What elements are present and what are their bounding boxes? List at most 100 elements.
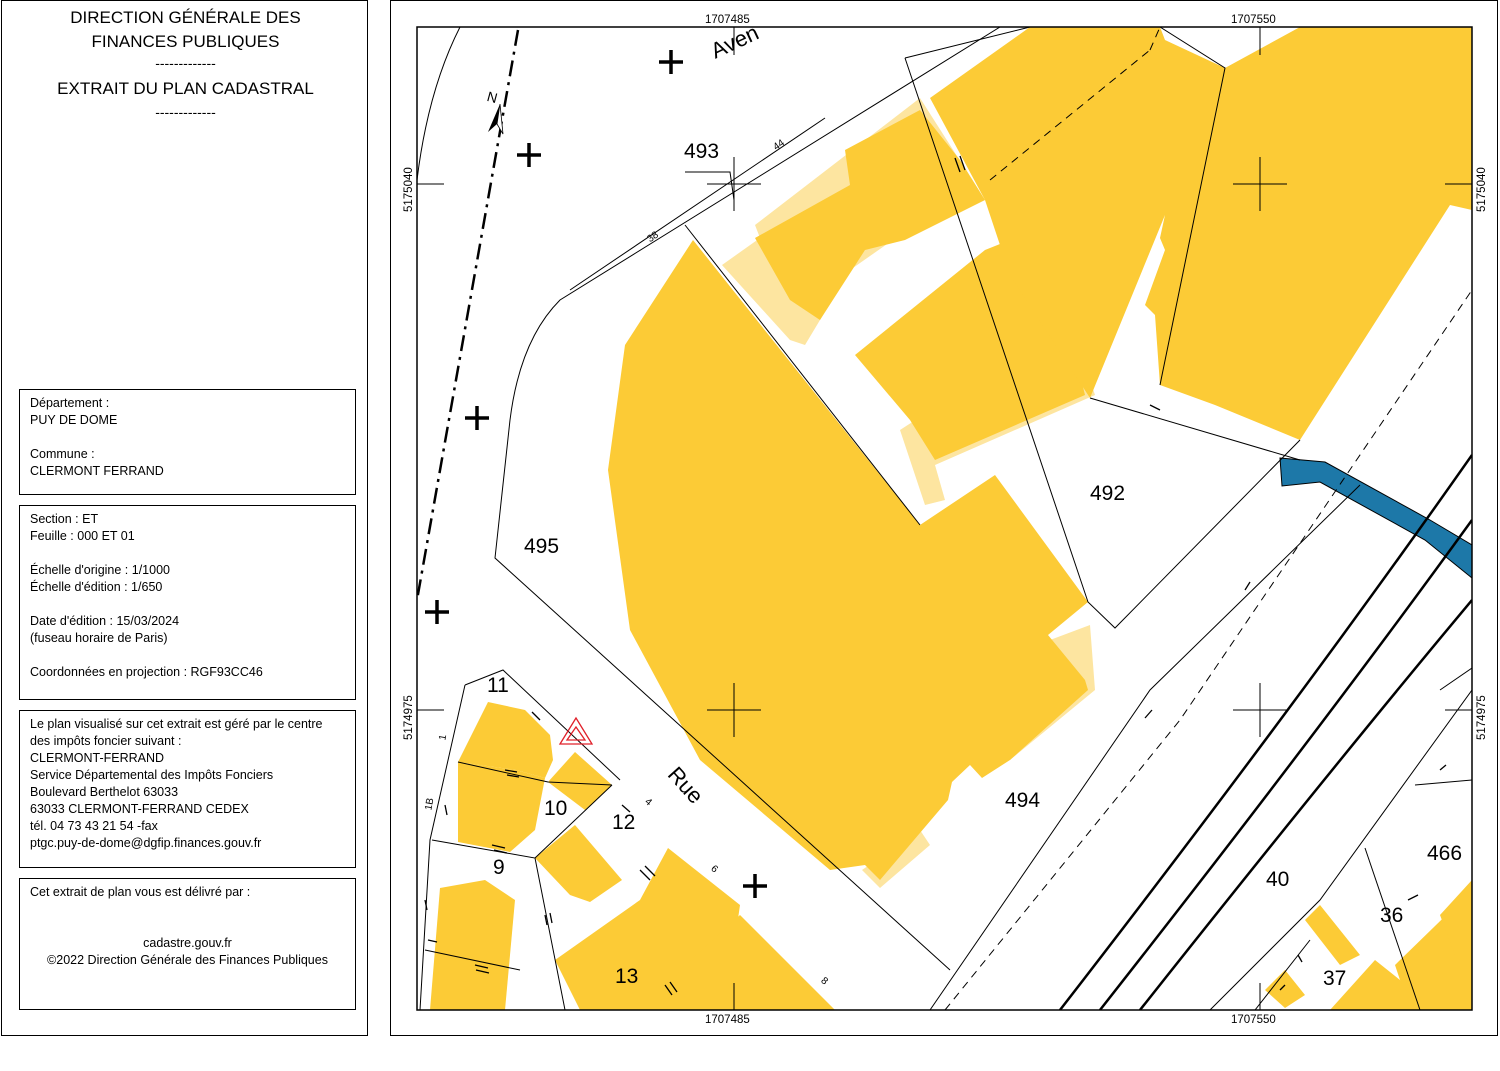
departement-value: PUY DE DOME	[30, 413, 118, 427]
plus-marker	[425, 600, 449, 624]
centre-line: Service Départemental des Impôts Foncier…	[30, 768, 274, 782]
hash-mark	[504, 769, 520, 778]
centre-email[interactable]: ptgc.puy-de-dome@dgfip.finances.gouv.fr	[30, 836, 262, 850]
parcel-label[interactable]: 495	[524, 535, 559, 558]
plus-marker	[517, 143, 541, 167]
rail-line	[1099, 519, 1472, 1010]
parcel-label[interactable]: 494	[1005, 789, 1040, 812]
boundary-line	[929, 484, 1361, 1010]
parcel-label[interactable]: 493	[684, 140, 719, 163]
tax-centre-box: Le plan visualisé sur cet extrait est gé…	[19, 710, 356, 868]
copyright-text: ©2022 Direction Générale des Finances Pu…	[47, 953, 328, 967]
map-content: N Aven Rue 493 492 495 494 11 10 12 9 13…	[417, 20, 1472, 1010]
hash-mark	[491, 844, 508, 854]
parcel-label[interactable]: 12	[612, 811, 635, 834]
building	[755, 110, 985, 320]
parcel-label[interactable]: 36	[1380, 904, 1403, 927]
parcel-label[interactable]: 466	[1427, 842, 1462, 865]
plus-marker	[465, 406, 489, 430]
hash-mark	[639, 865, 656, 881]
buildings	[430, 27, 1472, 1010]
plus-marker	[743, 874, 767, 898]
street-name-rue: Rue	[663, 762, 709, 809]
location-box: Département : PUY DE DOME Commune : CLER…	[19, 389, 356, 495]
hash-marks	[424, 155, 1447, 996]
boundary-line	[1439, 667, 1472, 691]
delivery-intro: Cet extrait de plan vous est délivré par…	[30, 885, 251, 899]
coordinate-labels: 1707485 1707550 1707485 1707550 5175040 …	[403, 14, 1488, 1026]
parcel-label[interactable]: 40	[1266, 868, 1289, 891]
commune-label: Commune :	[30, 447, 95, 461]
coord-x-bottom-right: 1707550	[1231, 1014, 1276, 1026]
hash-mark	[1149, 404, 1161, 411]
building	[1305, 905, 1360, 965]
title-separator: -------------	[155, 104, 216, 120]
map-border	[416, 26, 1473, 1011]
parcel-label[interactable]: 10	[544, 797, 567, 820]
parcel-label[interactable]: 13	[615, 965, 638, 988]
dashed-line	[989, 49, 1151, 181]
street-name-avenue: Aven	[707, 20, 763, 64]
hash-mark	[427, 939, 438, 943]
hash-mark	[1279, 984, 1286, 991]
grid-cross	[707, 683, 761, 737]
rail-line	[1139, 599, 1472, 1010]
grid-cross	[1233, 683, 1287, 737]
house-number: 6	[708, 863, 720, 875]
boundary-line	[419, 684, 466, 1010]
building	[1265, 970, 1305, 1008]
feuille-text: Feuille : 000 ET 01	[30, 529, 135, 543]
hash-mark	[621, 804, 631, 813]
parcel-label[interactable]: 9	[493, 856, 505, 879]
hash-mark	[531, 711, 541, 721]
rail-line	[1059, 454, 1472, 1010]
boundary-line	[1254, 939, 1311, 1010]
dashed-line	[944, 289, 1472, 1010]
boundary-line	[1414, 779, 1472, 786]
sheet-info-box: Section : ET Feuille : 000 ET 01 Échelle…	[19, 505, 356, 700]
boundary-line	[904, 27, 1031, 59]
house-number: 44	[771, 137, 787, 153]
parcel-label[interactable]: 11	[487, 674, 509, 697]
boundary-line	[904, 57, 1301, 629]
centre-line: 63033 CLERMONT-FERRAND CEDEX	[30, 802, 249, 816]
hash-mark	[544, 912, 553, 926]
commune-limit-line	[417, 29, 520, 601]
boundary-line	[1089, 397, 1301, 461]
centre-line: Boulevard Berthelot 63033	[30, 785, 179, 799]
parcel-label[interactable]: 37	[1323, 967, 1346, 990]
boundary-markers	[425, 50, 767, 898]
grid-cross	[707, 157, 761, 211]
building	[655, 915, 835, 1010]
centre-line: des impôts foncier suivant :	[30, 734, 182, 748]
centre-line: Le plan visualisé sur cet extrait est gé…	[30, 717, 323, 731]
boundary-line	[1364, 847, 1421, 1010]
hash-mark	[1144, 709, 1153, 719]
info-panel: DIRECTION GÉNÉRALE DES FINANCES PUBLIQUE…	[1, 0, 368, 1036]
hash-mark	[444, 804, 448, 816]
house-number: 4	[642, 796, 654, 808]
origin-scale-text: Échelle d'origine : 1/1000	[30, 563, 170, 577]
coord-x-bottom-left: 1707485	[705, 1014, 750, 1026]
hash-mark	[1407, 894, 1419, 901]
building	[548, 752, 612, 810]
hash-mark	[954, 155, 966, 173]
header-line1: DIRECTION GÉNÉRALE DES	[70, 8, 301, 27]
building	[430, 880, 515, 1010]
hash-mark	[1439, 764, 1447, 771]
hash-mark	[1297, 954, 1303, 963]
delivery-site-link[interactable]: cadastre.gouv.fr	[143, 936, 232, 950]
parcel-label[interactable]: 492	[1090, 482, 1125, 505]
boundary-line	[1159, 27, 1226, 386]
boundary-line	[684, 224, 921, 526]
map-frame	[390, 0, 1498, 1036]
building	[458, 702, 553, 778]
parcel-labels: 493 492 495 494 11 10 12 9 13 40 466 36 …	[487, 140, 1462, 990]
boundary-line	[424, 949, 521, 971]
building	[930, 27, 1472, 440]
hash-mark	[424, 899, 428, 911]
building	[608, 240, 1088, 880]
plus-marker	[659, 50, 683, 74]
dashed-line	[1149, 27, 1161, 51]
